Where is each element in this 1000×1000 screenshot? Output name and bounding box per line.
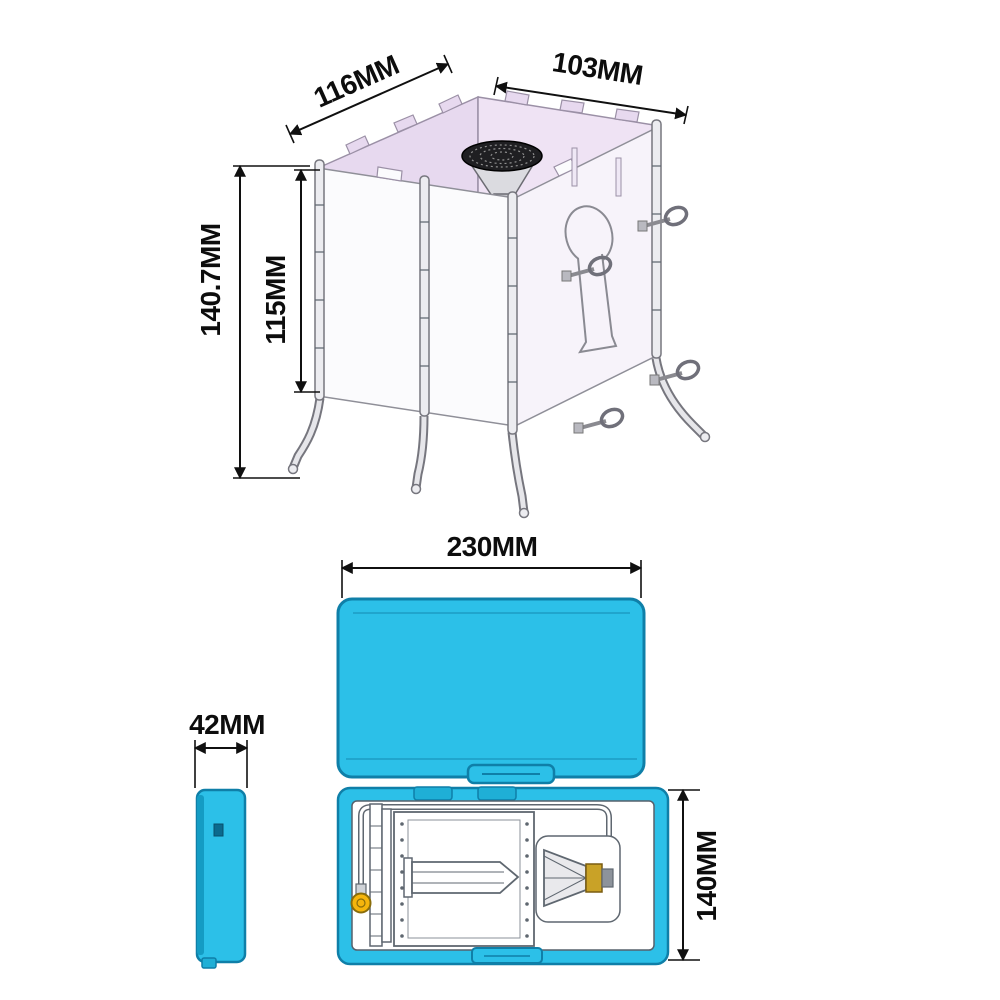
dim-label-case-thickness: 42MM	[189, 709, 265, 740]
dim-label-overall-height: 140.7MM	[195, 223, 226, 336]
stored-burner	[535, 835, 621, 923]
dim-label-case-width: 230MM	[447, 531, 538, 562]
dimension-panel-height: 115MM	[260, 168, 320, 394]
case-side-body	[195, 788, 247, 964]
stove-isometric-view	[287, 90, 711, 519]
dimension-case-length: 140MM	[668, 788, 722, 962]
folded-plate	[393, 811, 535, 947]
eye-bolt	[637, 205, 689, 232]
knob	[350, 892, 372, 914]
stove-leg	[651, 357, 711, 443]
stove-rim-tabs-front	[376, 158, 577, 182]
pot-support-bundle	[403, 857, 520, 898]
case-side-view	[195, 788, 247, 969]
eye-bolts	[561, 205, 701, 434]
case-side-foot	[201, 957, 217, 969]
dim-label-width: 103MM	[550, 46, 645, 91]
eye-bolt	[649, 359, 701, 386]
dimension-overall-height: 140.7MM	[195, 164, 310, 480]
eye-bolt	[561, 255, 613, 282]
dimension-case-thickness: 42MM	[189, 709, 265, 788]
gas-valve-knob	[350, 883, 372, 914]
stove-legs	[287, 357, 711, 519]
burner-fitting	[601, 868, 614, 888]
dim-label-panel-height: 115MM	[260, 255, 291, 344]
case-lid	[336, 597, 646, 779]
folded-panel-stack	[369, 803, 392, 947]
dimension-case-width: 230MM	[340, 531, 643, 598]
stove-hinge-rods	[314, 119, 662, 435]
burner-mesh-dome	[461, 140, 543, 172]
stove-leg	[287, 397, 325, 475]
eye-bolt	[573, 407, 625, 434]
case-hinge-knuckles	[413, 786, 517, 801]
burner-mesh-rings	[469, 144, 535, 168]
case-lid-top-view	[336, 597, 646, 785]
keyhole-cutout	[564, 205, 618, 354]
gas-pipe	[358, 804, 612, 893]
stove-leg	[410, 415, 429, 495]
plate-holes	[400, 822, 529, 938]
case-side-port	[213, 823, 224, 837]
dim-label-case-length: 140MM	[691, 831, 722, 922]
case-open-view	[336, 786, 670, 966]
stove-panel-slots	[571, 147, 622, 197]
stove-front-left-panel	[317, 167, 516, 427]
burner-brass-collar	[585, 863, 603, 893]
stove-leg	[507, 431, 530, 519]
